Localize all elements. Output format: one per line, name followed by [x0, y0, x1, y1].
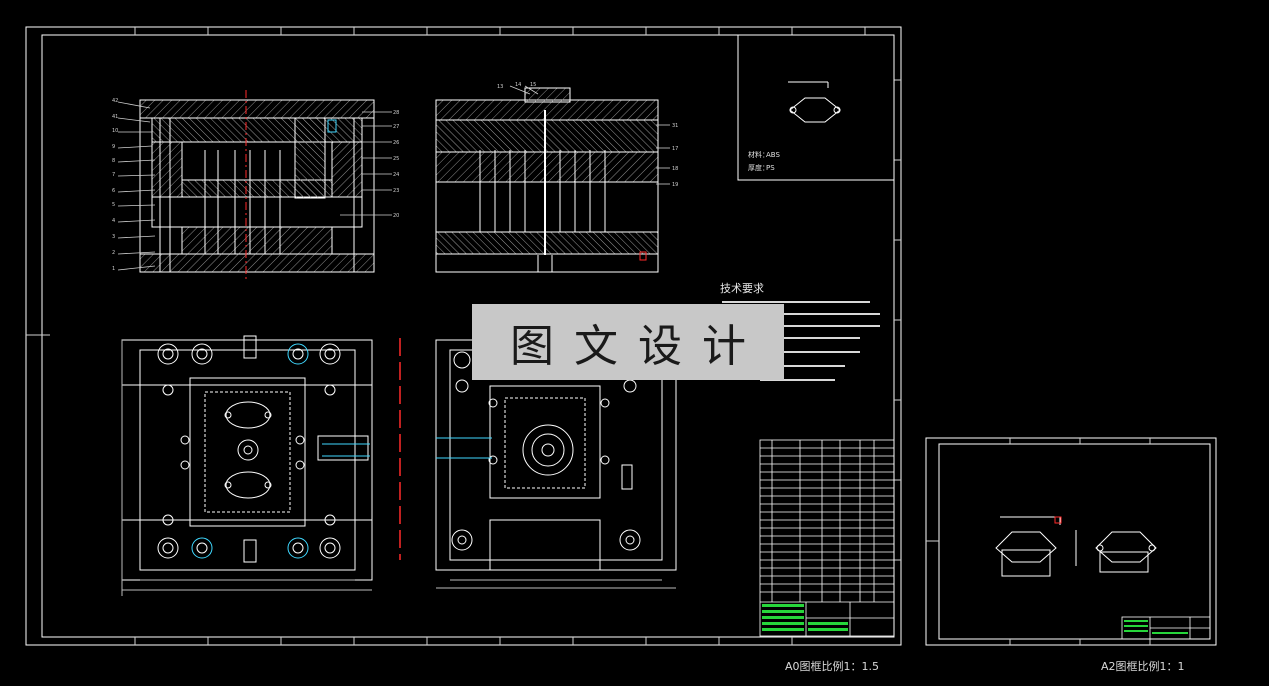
tech-requirements-title: 技术要求: [720, 282, 764, 295]
svg-text:10: 10: [112, 128, 118, 134]
inset-thickness-label: 厚度：: [748, 163, 769, 172]
a0-scale-caption: A0图框比例1：1.5: [785, 660, 880, 673]
inset-material-label: 材料：: [748, 150, 769, 159]
title-block: [759, 439, 895, 637]
a2-title-block-green: [1124, 620, 1188, 634]
svg-text:8: 8: [112, 158, 115, 164]
svg-text:9: 9: [112, 144, 115, 150]
a0-sheet-frame: [25, 26, 902, 646]
svg-text:25: 25: [393, 156, 399, 162]
tech-requirements-lines: [722, 301, 880, 381]
inset-thickness-value: PS: [766, 164, 775, 172]
svg-text:15: 15: [530, 82, 536, 88]
watermark-banner: 图文设计: [472, 304, 784, 380]
section-view-left: 42 41 10 9 8 7 6 5 4 3 2 1 28 27 26 25 24 23 20: [112, 90, 399, 280]
inset-material-value: ABS: [766, 151, 780, 159]
svg-text:4: 4: [112, 218, 115, 224]
plan-view-left: [121, 335, 373, 596]
svg-text:1: 1: [112, 266, 115, 272]
svg-text:20: 20: [393, 213, 399, 219]
svg-text:6: 6: [112, 188, 115, 194]
svg-text:2: 2: [112, 250, 115, 256]
a2-part-views: [995, 516, 1157, 577]
svg-text:5: 5: [112, 202, 115, 208]
watermark-text: 图文设计: [510, 321, 766, 372]
svg-text:42: 42: [112, 98, 118, 104]
a2-scale-caption: A2图框比例1：1: [1101, 660, 1185, 673]
section-view-right: 31 17 18 19 13 14 15: [435, 82, 678, 273]
svg-text:19: 19: [672, 182, 678, 188]
svg-text:28: 28: [393, 110, 399, 116]
svg-text:17: 17: [672, 146, 678, 152]
svg-text:13: 13: [497, 84, 503, 90]
inset-part-view: [737, 34, 895, 181]
svg-text:7: 7: [112, 172, 115, 178]
svg-text:24: 24: [393, 172, 399, 178]
svg-text:41: 41: [112, 114, 118, 120]
a2-sheet-frame: [925, 437, 1217, 646]
title-block-green-cells: [762, 604, 848, 631]
svg-text:23: 23: [393, 188, 399, 194]
svg-text:3: 3: [112, 234, 115, 240]
svg-text:31: 31: [672, 123, 678, 129]
svg-text:18: 18: [672, 166, 678, 172]
svg-text:27: 27: [393, 124, 399, 130]
a2-title-block: [1121, 616, 1211, 640]
svg-text:14: 14: [515, 82, 521, 88]
svg-text:26: 26: [393, 140, 399, 146]
